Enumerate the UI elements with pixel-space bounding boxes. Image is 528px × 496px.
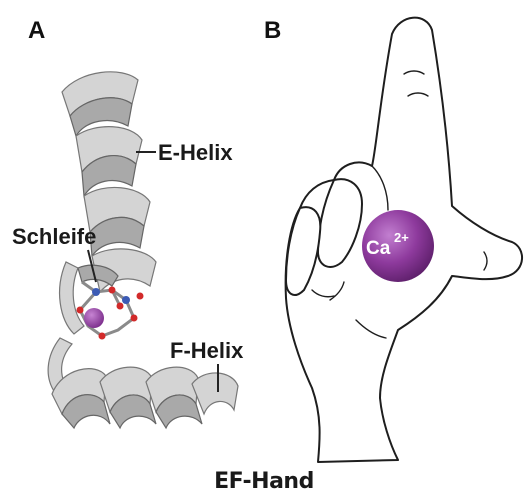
oxygen-atom [109, 287, 116, 294]
oxygen-atom [131, 315, 138, 322]
f-helix-coil-4 [192, 373, 238, 414]
nitrogen-atom [92, 288, 100, 296]
panel-a-letter: A [28, 17, 45, 44]
calcium-symbol: Ca [366, 238, 391, 259]
panel-b-letter: B [264, 17, 281, 44]
loop-label: Schleife [12, 224, 96, 249]
coordinating-residues [77, 282, 144, 340]
protein-ribbon-structure [48, 72, 238, 428]
f-helix-label: F-Helix [170, 338, 244, 363]
oxygen-atom [99, 333, 106, 340]
calcium-ion-atom [84, 308, 104, 328]
calcium-charge: 2+ [394, 230, 409, 245]
side-chain-bonds [80, 282, 134, 336]
panel-a: A [12, 17, 244, 428]
oxygen-atom [117, 303, 124, 310]
e-helix-label: E-Helix [158, 140, 233, 165]
figure-caption: EF-Hand [214, 469, 314, 494]
oxygen-atom [137, 293, 144, 300]
panel-b: B Ca 2+ [264, 17, 522, 462]
calcium-ion: Ca 2+ [362, 210, 434, 282]
oxygen-atom [77, 307, 84, 314]
nitrogen-atom [122, 296, 130, 304]
